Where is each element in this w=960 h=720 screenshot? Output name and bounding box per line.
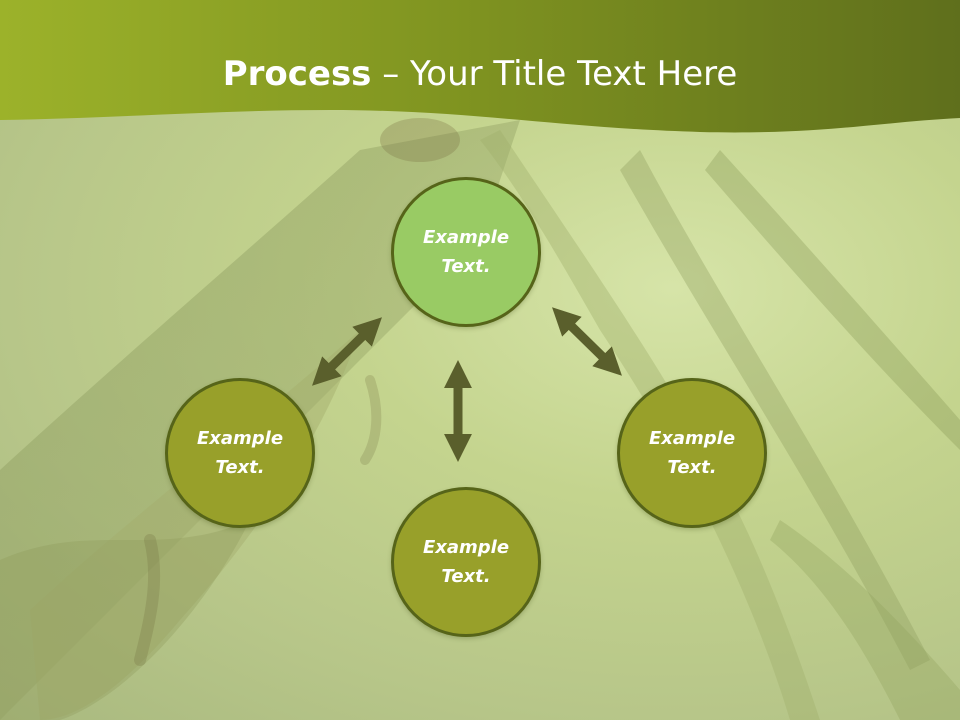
node-right-label: Example Text. [648,428,736,478]
node-left-label: Example Text. [196,428,284,478]
node-bottom: Example Text. [391,487,541,637]
slide-title: Process – Your Title Text Here [0,52,960,96]
node-bottom-label: Example Text. [422,537,510,587]
header-band [0,0,960,133]
node-right: Example Text. [617,378,767,528]
title-bold: Process [222,54,372,94]
node-left: Example Text. [165,378,315,528]
node-top: Example Text. [391,177,541,327]
node-top-label: Example Text. [422,227,510,277]
title-rest: – Your Title Text Here [371,54,738,94]
